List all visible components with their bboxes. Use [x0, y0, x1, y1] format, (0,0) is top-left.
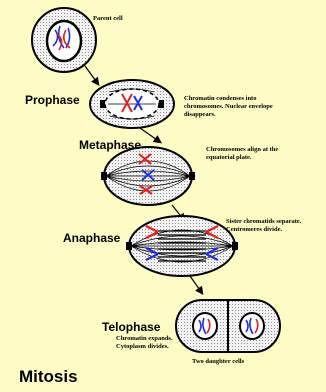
anaphase-label: Anaphase: [63, 231, 120, 245]
telophase-note: Chromatin expands. Cytoplasm divides.: [116, 335, 176, 351]
arrow-1: [85, 66, 98, 84]
metaphase-label: Metaphase: [79, 138, 141, 152]
prophase-label: Prophase: [25, 93, 80, 107]
metaphase-note: Chromosomes align at the equatorial plat…: [206, 146, 296, 162]
arrow-2: [140, 128, 160, 142]
prophase-note: Chromatin condenses into chromosomes. Nu…: [184, 95, 284, 119]
parent-cell-label: Parent cell: [93, 15, 123, 22]
metaphase-cell: [101, 147, 195, 205]
prophase-cell: [90, 80, 174, 128]
anaphase-cell: [126, 216, 238, 276]
arrow-4: [190, 276, 202, 293]
diagram-title: Mitosis: [19, 367, 78, 387]
parent-cell: [32, 8, 96, 72]
telophase-cells: [176, 300, 280, 352]
anaphase-note: Sister chromatids separate. Centromeres …: [226, 218, 314, 234]
telophase-label: Telophase: [102, 320, 160, 334]
daughter-cells-label: Two daughter cells: [192, 358, 244, 365]
